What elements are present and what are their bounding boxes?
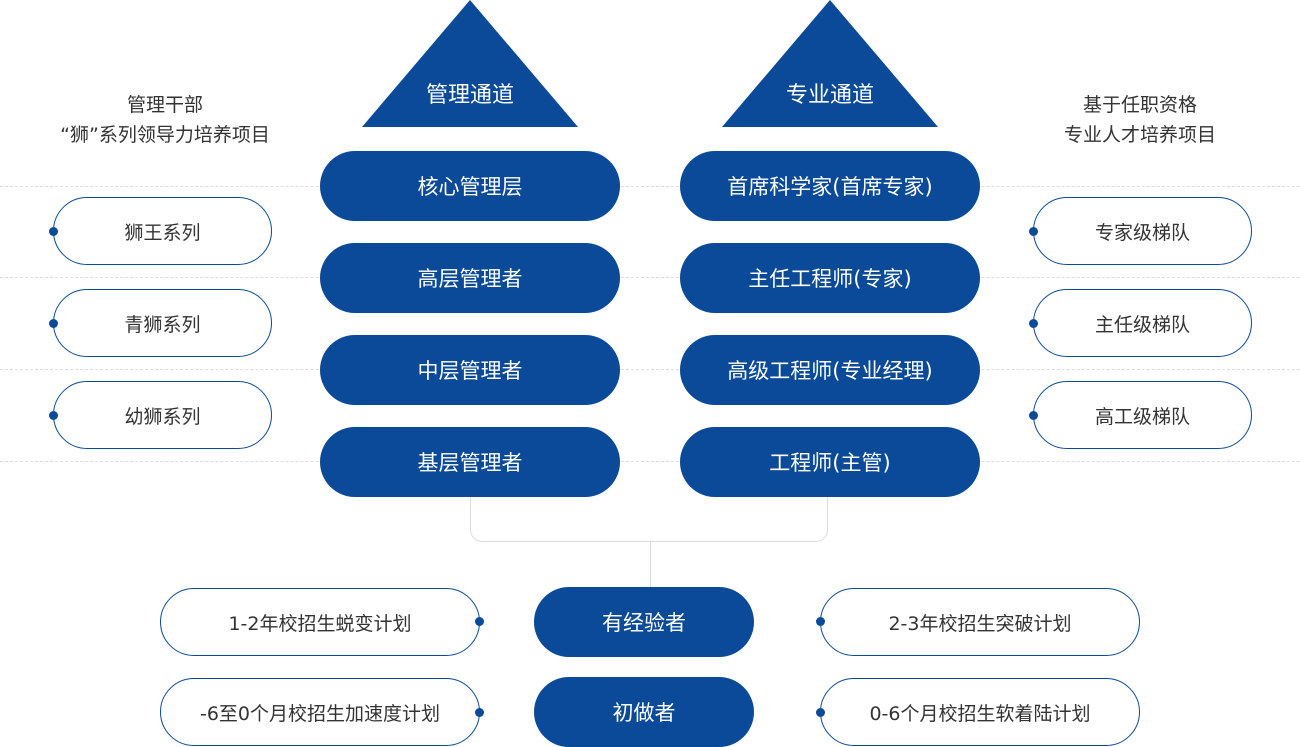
management-channel-label: 管理通道 xyxy=(425,83,514,108)
lion-series-young-dot xyxy=(49,319,58,328)
row-divider xyxy=(0,277,1300,278)
echelon-expert-dot xyxy=(1029,227,1038,236)
lion-series-cub: 幼狮系列 xyxy=(53,381,272,449)
lion-series-young: 青狮系列 xyxy=(53,289,272,357)
program-minus6-0-month-dot xyxy=(475,708,484,717)
program-2-3-year-dot xyxy=(816,617,825,626)
program-0-6-month-dot xyxy=(816,708,825,717)
entry-beginner: 初做者 xyxy=(534,677,754,747)
program-2-3-year: 2-3年校招生突破计划 xyxy=(820,588,1140,656)
left-header-line1: 管理干部 xyxy=(126,94,203,116)
management-level-core: 核心管理层 xyxy=(320,151,620,221)
lion-series-cub-dot xyxy=(49,411,58,420)
echelon-director-dot xyxy=(1029,319,1038,328)
management-level-base: 基层管理者 xyxy=(320,427,620,497)
professional-level-senior: 高级工程师(专业经理) xyxy=(680,335,980,405)
left-header: 管理干部 “狮”系列领导力培养项目 xyxy=(30,90,300,150)
lion-series-king-dot xyxy=(49,227,58,236)
row-divider xyxy=(0,461,1300,462)
management-channel-triangle xyxy=(362,0,578,127)
echelon-expert: 专家级梯队 xyxy=(1033,197,1252,265)
program-0-6-month: 0-6个月校招生软着陆计划 xyxy=(820,678,1140,746)
right-header: 基于任职资格 专业人才培养项目 xyxy=(1010,90,1270,150)
professional-level-director: 主任工程师(专家) xyxy=(680,243,980,313)
management-level-middle: 中层管理者 xyxy=(320,335,620,405)
entry-experienced: 有经验者 xyxy=(534,587,754,657)
professional-level-chief: 首席科学家(首席专家) xyxy=(680,151,980,221)
professional-channel-label: 专业通道 xyxy=(785,83,874,108)
bracket-connector xyxy=(470,496,828,542)
row-divider xyxy=(0,186,1300,187)
left-header-line2: “狮”系列领导力培养项目 xyxy=(60,124,270,146)
echelon-senior-engineer-dot xyxy=(1029,411,1038,420)
program-1-2-year: 1-2年校招生蜕变计划 xyxy=(160,588,480,656)
right-header-line1: 基于任职资格 xyxy=(1082,94,1197,116)
professional-level-engineer: 工程师(主管) xyxy=(680,427,980,497)
program-minus6-0-month: -6至0个月校招生加速度计划 xyxy=(160,678,480,746)
right-header-line2: 专业人才培养项目 xyxy=(1063,124,1216,146)
lion-series-king: 狮王系列 xyxy=(53,197,272,265)
management-level-senior: 高层管理者 xyxy=(320,243,620,313)
echelon-director: 主任级梯队 xyxy=(1033,289,1252,357)
vertical-connector xyxy=(650,542,651,588)
professional-channel-triangle xyxy=(722,0,938,127)
row-divider xyxy=(0,369,1300,370)
echelon-senior-engineer: 高工级梯队 xyxy=(1033,381,1252,449)
program-1-2-year-dot xyxy=(475,617,484,626)
